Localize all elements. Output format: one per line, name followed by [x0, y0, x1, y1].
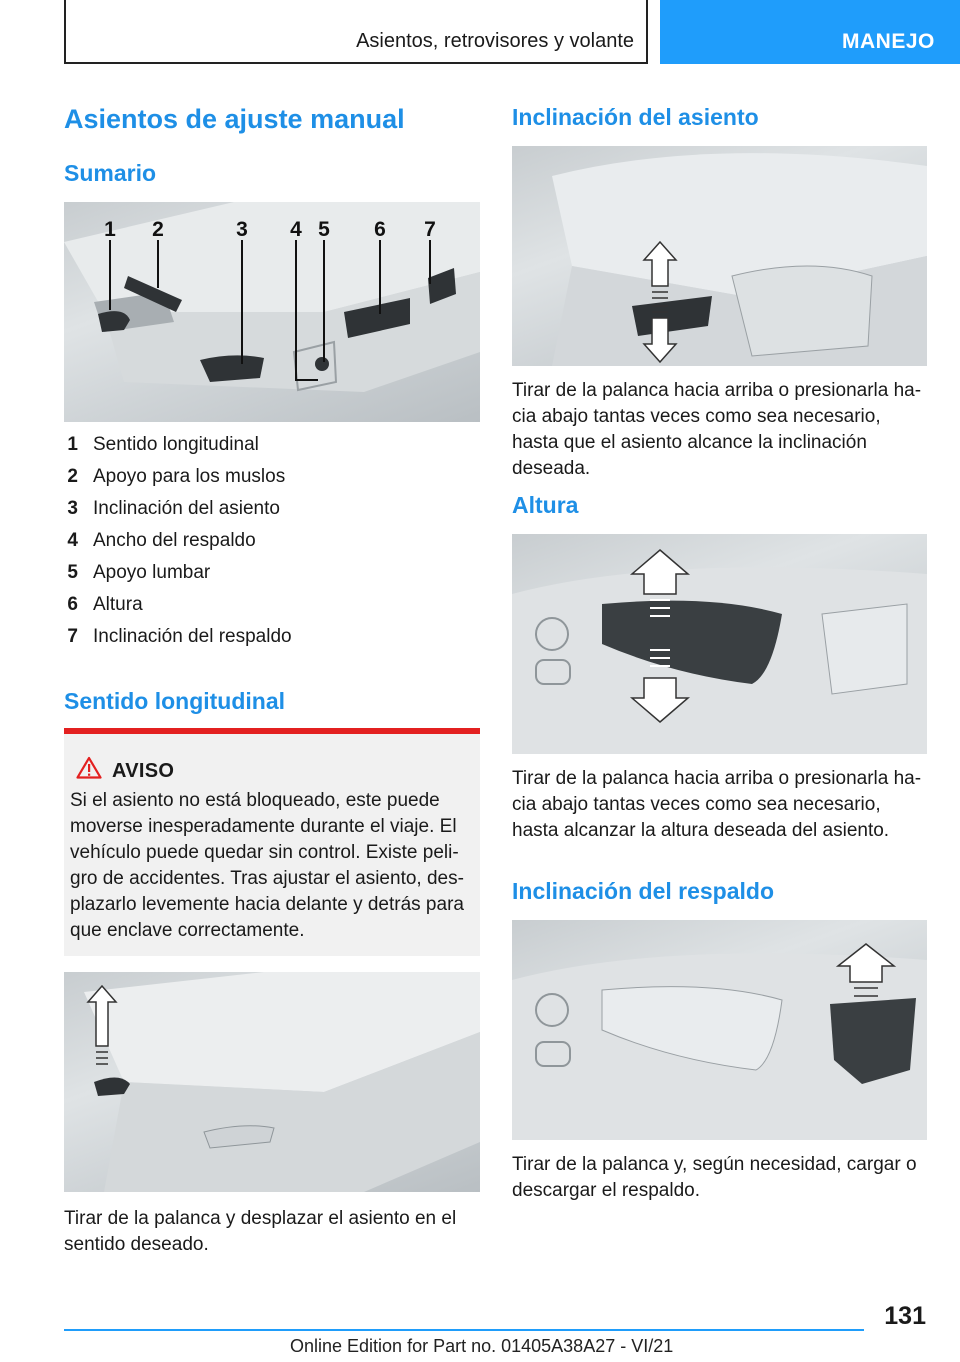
tilt-heading: Inclinación del asiento	[512, 104, 759, 130]
legend-item: 4 Ancho del respaldo	[64, 530, 484, 562]
summary-heading: Sumario	[64, 160, 157, 186]
legend-label: Inclinación del respaldo	[93, 626, 292, 647]
page-title: Asientos de ajuste manual	[64, 104, 405, 134]
warning-text: Si el asiento no está bloqueado, este pu…	[70, 790, 464, 941]
legend-number: 3	[67, 498, 78, 519]
callout-7: 7	[424, 218, 436, 241]
warning-triangle-icon	[76, 756, 102, 779]
legend-item: 6 Altura	[64, 594, 484, 626]
callout-1: 1	[104, 218, 116, 241]
callout-4: 4	[290, 218, 302, 241]
legend-label: Inclinación del asiento	[93, 498, 280, 519]
header-frame	[64, 0, 648, 64]
legend-item: 3 Inclinación del asiento	[64, 498, 484, 530]
legend-item: 1 Sentido longitudinal	[64, 434, 484, 466]
legend-number: 4	[67, 530, 78, 551]
section-tab[interactable]: MANEJO	[660, 0, 960, 64]
backrest-tilt-image	[512, 920, 927, 1140]
tilt-instruction: Tirar de la palanca hacia arriba o presi…	[512, 380, 922, 479]
backrest-instruction: Tirar de la palanca y, según necesidad, …	[512, 1154, 917, 1201]
legend-item: 5 Apoyo lumbar	[64, 562, 484, 594]
legend-label: Apoyo lumbar	[93, 562, 211, 583]
callout-5: 5	[318, 218, 330, 241]
legend-label: Apoyo para los muslos	[93, 466, 286, 487]
height-instruction: Tirar de la palanca hacia arriba o presi…	[512, 768, 922, 841]
legend-label: Altura	[93, 594, 143, 615]
height-heading: Altura	[512, 492, 579, 518]
footer-divider	[64, 1329, 864, 1331]
legend-label: Sentido longitudinal	[93, 434, 259, 455]
legend-number: 7	[67, 626, 78, 647]
seat-overview-image: 1 2 3 4 5 6 7	[64, 202, 480, 422]
legend-number: 2	[67, 466, 78, 487]
warning-title: AVISO	[112, 760, 175, 782]
chapter-title: Asientos, retrovisores y volante	[356, 30, 634, 52]
legend-item: 2 Apoyo para los muslos	[64, 466, 484, 498]
footer-edition: Online Edition for Part no. 01405A38A27 …	[290, 1336, 674, 1356]
callout-2: 2	[152, 218, 164, 241]
longitudinal-adjust-image	[64, 972, 480, 1192]
section-tab-label: MANEJO	[842, 30, 935, 53]
legend-number: 6	[67, 594, 78, 615]
callout-6: 6	[374, 218, 386, 241]
callout-3: 3	[236, 218, 248, 241]
legend-label: Ancho del respaldo	[93, 530, 256, 551]
backrest-heading: Inclinación del respaldo	[512, 878, 775, 904]
longitudinal-heading: Sentido longitudinal	[64, 688, 286, 714]
legend-item: 7 Inclinación del respaldo	[64, 626, 484, 658]
legend-number: 5	[67, 562, 78, 583]
page-number: 131	[884, 1302, 926, 1330]
warning-box: AVISO Si el asiento no está bloqueado, e…	[64, 728, 480, 956]
seat-tilt-image	[512, 146, 927, 366]
legend-number: 1	[67, 434, 78, 455]
seat-height-image	[512, 534, 927, 754]
longitudinal-instruction: Tirar de la palanca y desplazar el asien…	[64, 1208, 457, 1255]
